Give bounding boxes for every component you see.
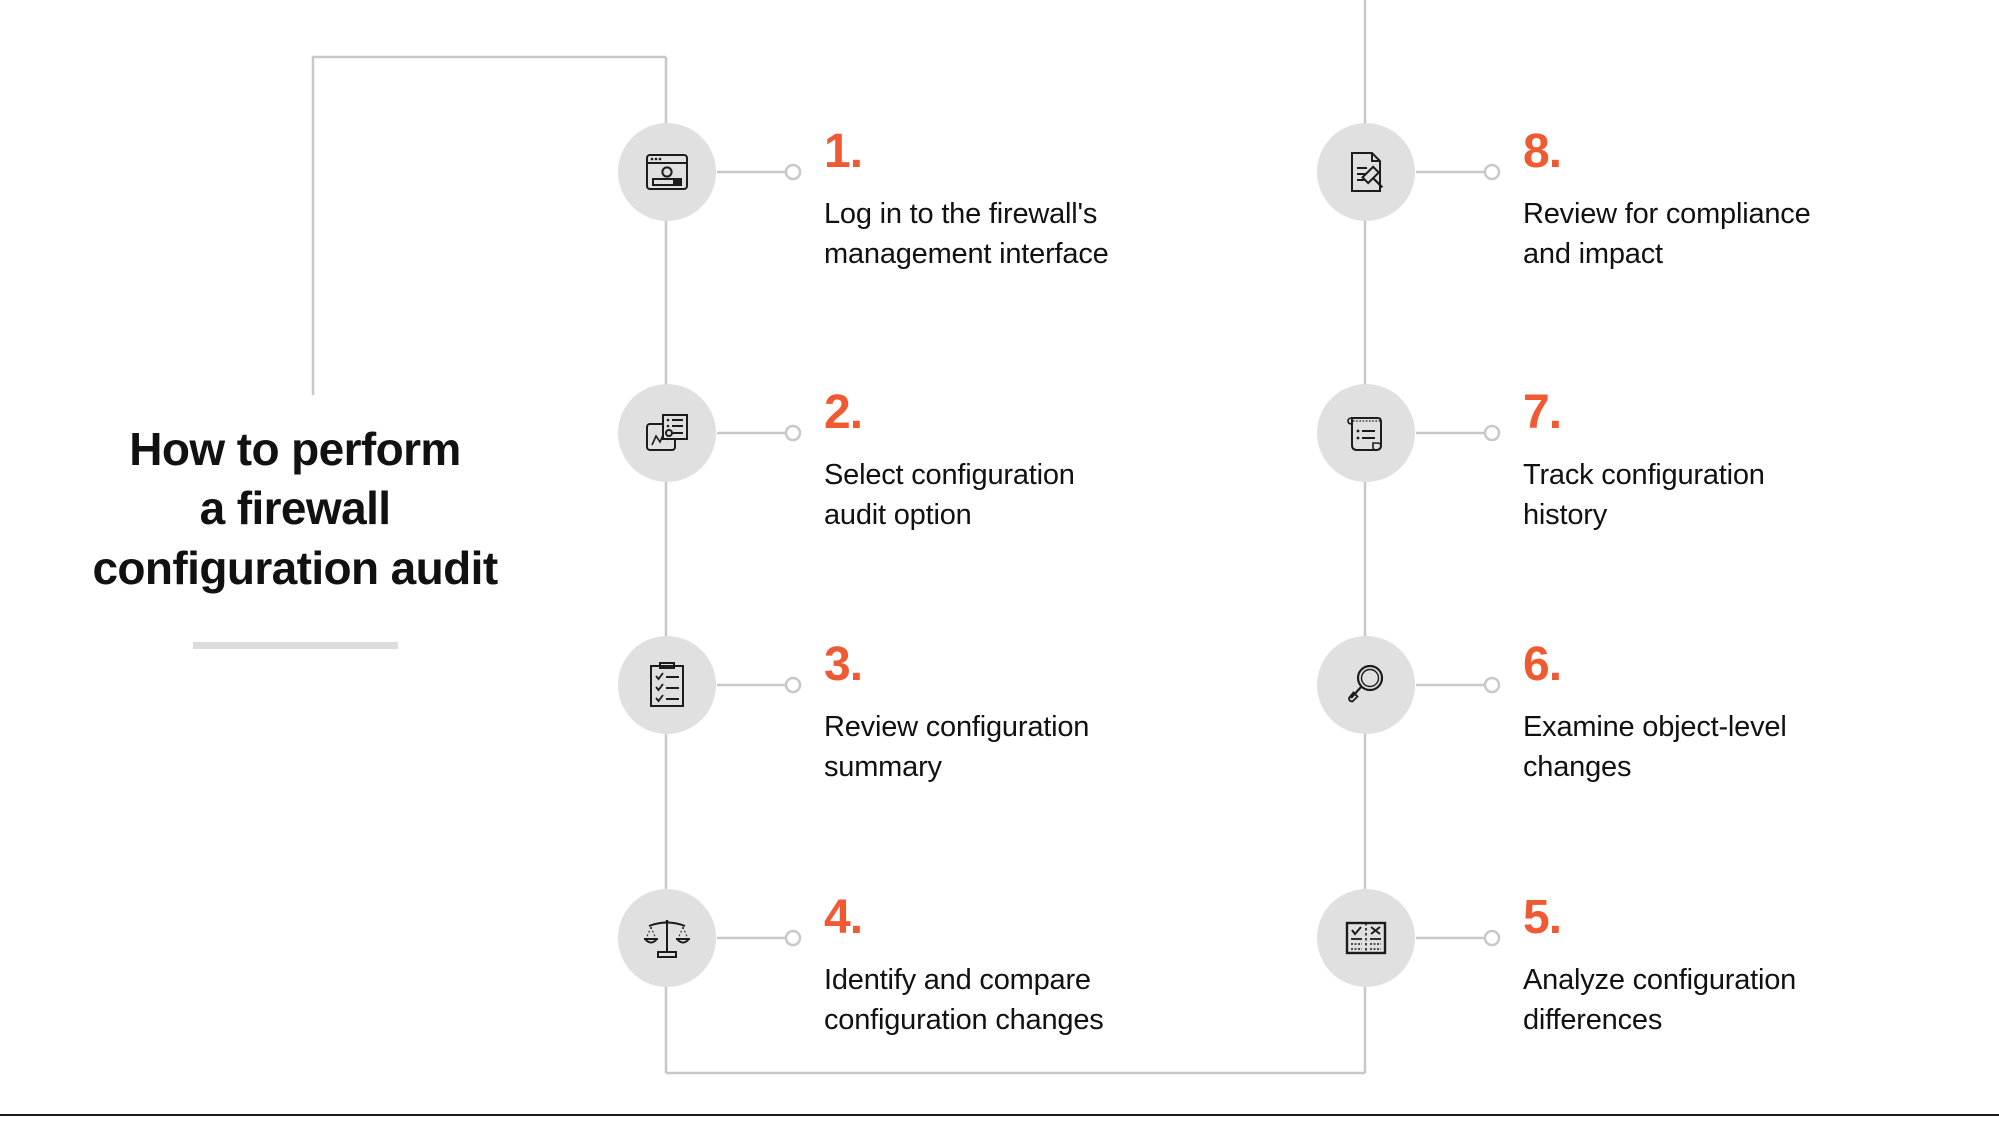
step-7-icon-circle bbox=[1317, 384, 1415, 482]
step-3-label: Review configuration summary bbox=[824, 711, 1090, 784]
step-5-icon-circle bbox=[1317, 889, 1415, 987]
title-block: How to perform a firewall configuration … bbox=[40, 420, 550, 649]
compare-check-cross-icon bbox=[1345, 921, 1387, 955]
step-6-text: 6. Examine object-level changes bbox=[1523, 641, 1963, 787]
step-3-number: 3. bbox=[824, 638, 863, 691]
scroll-history-icon bbox=[1347, 417, 1382, 451]
step-8-icon-circle bbox=[1317, 123, 1415, 221]
step-5-text: 5. Analyze configuration differences bbox=[1523, 894, 1973, 1040]
title-underline-rule bbox=[192, 641, 398, 649]
step-8-number: 8. bbox=[1523, 125, 1562, 178]
step-2-number: 2. bbox=[824, 386, 863, 439]
step-3-icon-circle bbox=[618, 636, 716, 734]
step-4-icon-circle bbox=[618, 889, 716, 987]
step-7-text: 7. Track configuration history bbox=[1523, 389, 1963, 535]
step-dot-5 bbox=[1483, 929, 1501, 947]
checklist-clipboard-icon bbox=[650, 662, 684, 707]
step-5-number: 5. bbox=[1523, 891, 1562, 944]
step-6-number: 6. bbox=[1523, 638, 1562, 691]
step-2-label: Select configuration audit option bbox=[824, 459, 1075, 532]
balance-scales-icon bbox=[644, 920, 690, 958]
magnifying-glass-icon bbox=[1348, 664, 1384, 703]
step-6-label: Examine object-level changes bbox=[1523, 711, 1787, 784]
step-6-icon-circle bbox=[1317, 636, 1415, 734]
step-1-icon-circle bbox=[618, 123, 716, 221]
step-8-label: Review for compliance and impact bbox=[1523, 198, 1811, 271]
step-7-label: Track configuration history bbox=[1523, 459, 1765, 532]
title-to-column1-connector bbox=[311, 55, 666, 395]
step-3-text: 3. Review configuration summary bbox=[824, 641, 1254, 787]
step-dot-1 bbox=[784, 163, 802, 181]
step-dot-3 bbox=[784, 676, 802, 694]
step-dot-7 bbox=[1483, 424, 1501, 442]
step-4-number: 4. bbox=[824, 891, 863, 944]
step-dot-4 bbox=[784, 929, 802, 947]
step-4-label: Identify and compare configuration chang… bbox=[824, 964, 1104, 1037]
step-dot-6 bbox=[1483, 676, 1501, 694]
step-dot-2 bbox=[784, 424, 802, 442]
step-4-text: 4. Identify and compare configuration ch… bbox=[824, 894, 1264, 1040]
page-title: How to perform a firewall configuration … bbox=[92, 423, 498, 594]
document-gavel-icon bbox=[1351, 152, 1384, 192]
step-8-text: 8. Review for compliance and impact bbox=[1523, 128, 1973, 274]
step-1-text: 1. Log in to the firewall's management i… bbox=[824, 128, 1254, 274]
step-7-number: 7. bbox=[1523, 386, 1562, 439]
step-dot-8 bbox=[1483, 163, 1501, 181]
chart-options-list-icon bbox=[646, 414, 688, 451]
browser-login-icon bbox=[646, 154, 688, 190]
step-1-label: Log in to the firewall's management inte… bbox=[824, 198, 1109, 271]
step-1-number: 1. bbox=[824, 125, 863, 178]
bottom-divider-rule bbox=[0, 1114, 1999, 1116]
step-2-icon-circle bbox=[618, 384, 716, 482]
step-2-text: 2. Select configuration audit option bbox=[824, 389, 1254, 535]
step-5-label: Analyze configuration differences bbox=[1523, 964, 1797, 1037]
